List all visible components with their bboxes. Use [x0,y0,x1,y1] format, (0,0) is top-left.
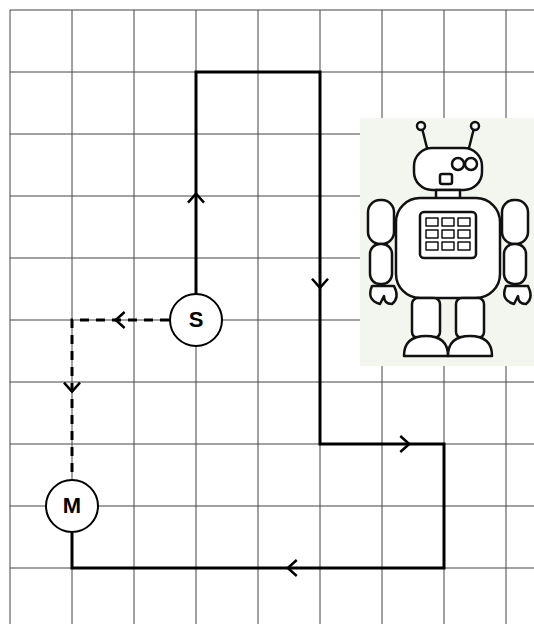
robot-arm [504,244,526,284]
robot-hand [504,286,530,304]
robot-hand [370,286,396,304]
route-line [72,72,444,568]
panel-button [458,242,470,250]
direction-arrowhead [116,312,125,328]
robot-mouth [440,174,452,184]
robot-leg [456,298,484,338]
panel-button [426,230,438,238]
route-connector [64,312,169,479]
robot-background [360,118,534,366]
grid-line [10,382,534,383]
antenna-tip [471,122,479,130]
direction-arrowhead [64,383,80,392]
grid-line [10,10,534,11]
robot-eye [452,158,464,170]
direction-arrowhead [400,436,409,452]
panel-button [458,218,470,226]
grid-line [10,444,534,445]
panel-button [442,242,454,250]
grid-line [258,10,259,624]
robot-body [396,198,500,298]
node-label: M [63,495,81,517]
start-circle: S [169,293,223,347]
route-line [72,320,169,479]
robot-arm [368,200,394,244]
direction-arrowhead [312,279,328,288]
panel-button [458,230,470,238]
robot-panel [420,212,476,258]
end-circle: M [45,479,99,533]
direction-arrowhead [288,560,297,576]
panel-button [426,242,438,250]
node-label: S [189,309,204,331]
panel-button [426,218,438,226]
grid-line [134,10,135,624]
robot-arm [502,200,528,244]
robot-leg [412,298,440,338]
robot-foot [448,336,492,356]
robot-eye [465,158,477,170]
antenna-tip [417,122,425,130]
route-connector [72,72,444,576]
robot-head [414,148,482,190]
robot-arm [370,244,392,284]
robot-foot [404,336,448,356]
panel-button [442,230,454,238]
grid-line [10,10,11,624]
direction-arrowhead [188,194,204,203]
panel-button [442,218,454,226]
